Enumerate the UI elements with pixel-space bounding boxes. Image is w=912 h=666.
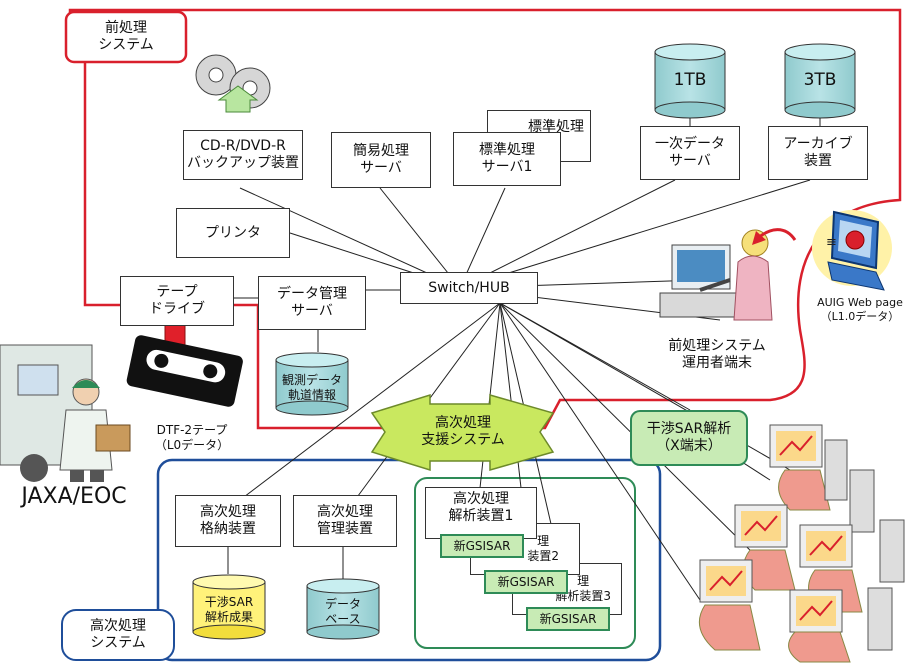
higher-title-box: [61, 609, 175, 661]
cylinder-1tb: [654, 43, 726, 119]
analyzer-group-border: [414, 477, 636, 649]
standard-processing-server-1-box: 標準処理 サーバ1: [453, 132, 561, 186]
cylinder-insar-result: [192, 574, 266, 640]
tape-icon: [126, 335, 243, 407]
operator-terminal-label: 前処理システム 運用者端末: [668, 338, 766, 371]
simple-processing-server-box: 簡易処理 サーバ: [331, 132, 431, 188]
cylinder-3tb-label: 3TB: [803, 69, 837, 90]
cylinder-3tb: [784, 43, 856, 119]
courier-illustration: [59, 378, 131, 482]
higher-storage-device-box: 高次処理 格納装置: [175, 495, 281, 547]
preprocess-title-box: [64, 10, 188, 64]
x-terminal-1: [769, 424, 848, 511]
x-terminal-2: [734, 469, 875, 591]
gsisar-3-box: 新GSISAR: [526, 607, 610, 631]
x-terminal-5: [788, 587, 893, 663]
auig-web-page-label: AUIG Web page （L1.0データ）: [817, 296, 903, 323]
gsisar-1-box: 新GSISAR: [440, 534, 524, 558]
primary-data-server-box: 一次データ サーバ: [640, 126, 740, 180]
higher-system-title: 高次処理 システム: [90, 618, 146, 651]
data-management-server-box: データ管理 サーバ: [258, 276, 366, 330]
jaxa-eoc-label: JAXA/EOC: [21, 484, 127, 509]
disc-arrow-icon: [217, 85, 259, 113]
svg-text:≡: ≡: [826, 235, 837, 250]
support-double-arrow: [370, 393, 555, 472]
insar-result-label: 干渉SAR 解析成果: [204, 595, 254, 624]
gsisar-2-box: 新GSISAR: [484, 570, 568, 594]
preprocess-system-title: 前処理 システム: [98, 20, 154, 53]
auig-arrow-head: [752, 231, 766, 245]
switch-hub-box: Switch/HUB: [400, 272, 538, 304]
analyzer-1-box: 高次処理 解析装置1: [425, 487, 537, 539]
database-label: データ ベース: [324, 597, 361, 626]
x-terminal-4: [698, 559, 761, 651]
cylinder-database: [306, 578, 380, 640]
web-monitor-icon: ≡: [812, 210, 892, 291]
cylinder-1tb-label: 1TB: [673, 69, 707, 90]
tape-drive-box: テープ ドライブ: [120, 276, 234, 326]
cylinder-observation: [275, 352, 349, 416]
insar-x-terminal-box: 干渉SAR解析 （X端末）: [630, 410, 748, 466]
higher-management-device-box: 高次処理 管理装置: [293, 495, 397, 547]
archive-device-box: アーカイブ 装置: [768, 126, 868, 180]
higher-support-system-label: 高次処理 支援システム: [421, 415, 505, 448]
observation-data-label: 観測データ 軌道情報: [281, 373, 342, 402]
cd-dvd-backup-box: CD-R/DVD-R バックアップ装置: [183, 130, 303, 180]
printer-box: プリンタ: [176, 208, 290, 258]
network-lines: [233, 179, 811, 601]
dtf2-tape-label: DTF-2テープ （L0データ）: [154, 423, 230, 452]
